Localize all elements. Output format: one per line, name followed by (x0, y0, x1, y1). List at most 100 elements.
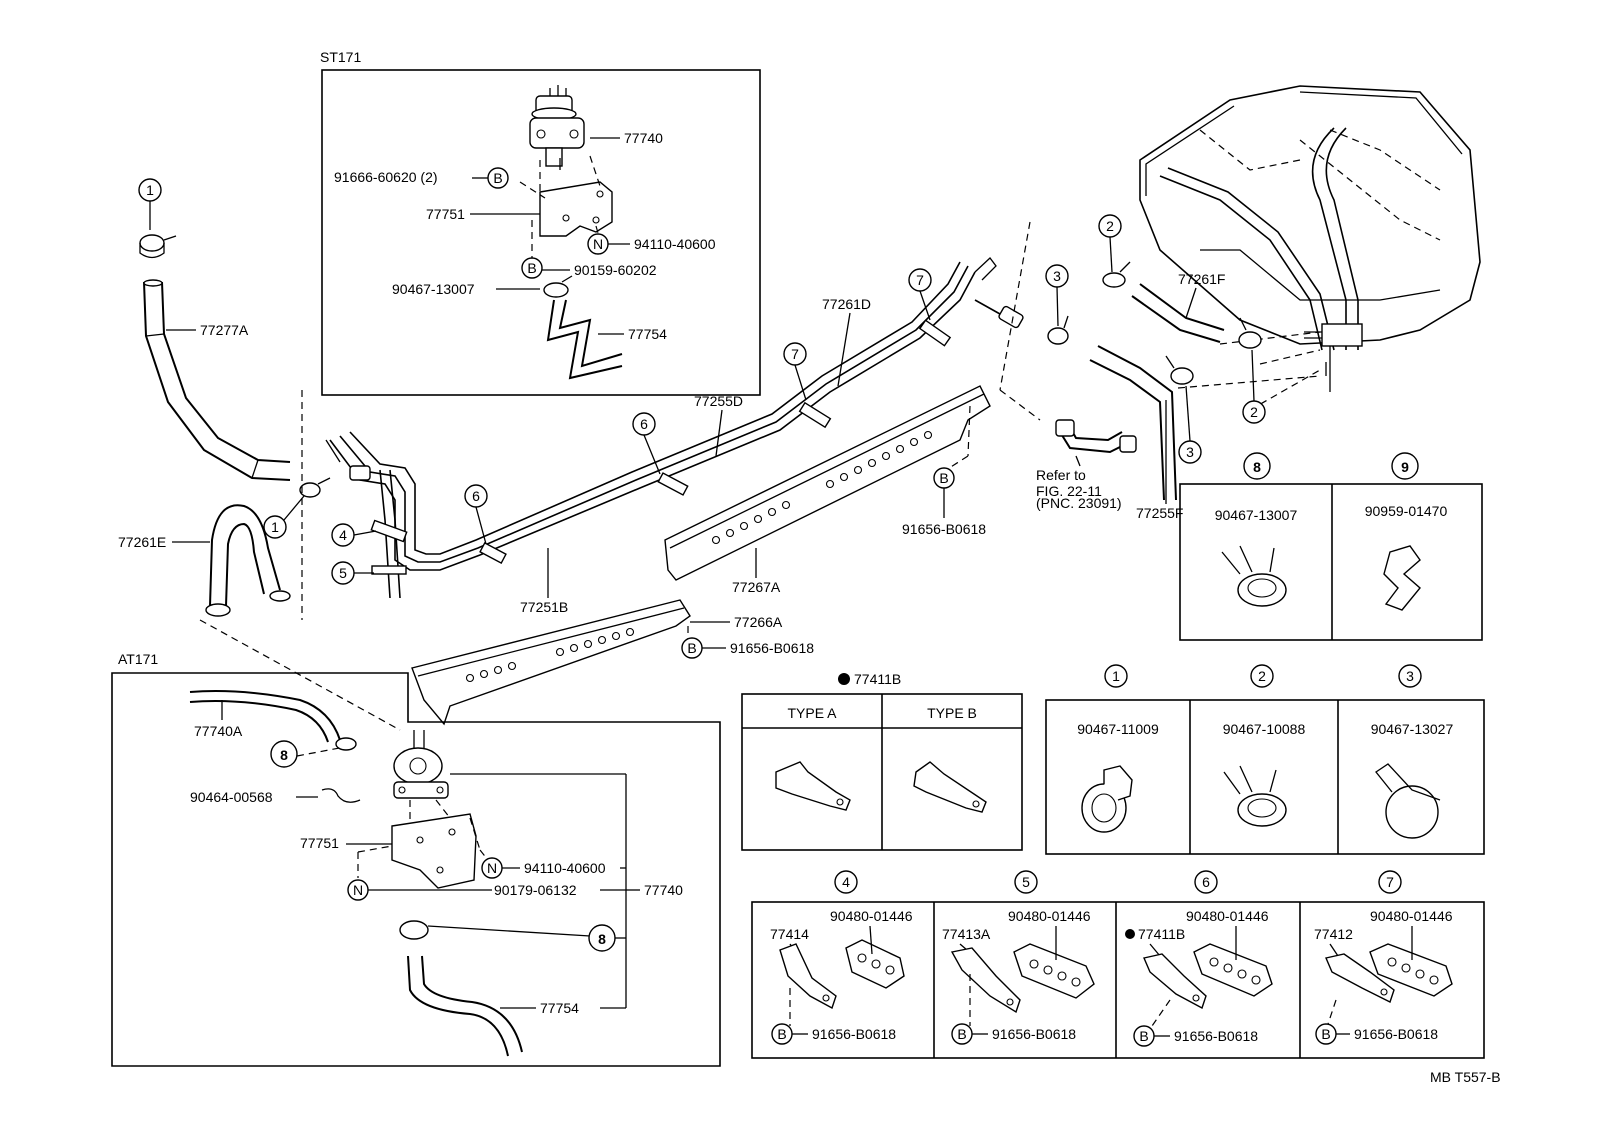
bracket-77412-label: 77412 (1314, 926, 1353, 942)
clamp-90480-01446-col5: 90480-01446 (1008, 908, 1091, 924)
part-77251b-label: 77251B (520, 599, 568, 615)
clamp-90480-01446-col4: 90480-01446 (830, 908, 913, 924)
callout-b-icon: B (939, 470, 948, 486)
callout-7-icon: 7 (791, 346, 799, 362)
callout-2-icon: 2 (1106, 218, 1114, 234)
part-77740a-label: 77740A (194, 723, 243, 739)
bracket-77411b-label: 77411B (1138, 926, 1185, 942)
part-91666-60620-label: 91666-60620 (2) (334, 169, 438, 185)
callout-1-icon: 1 (146, 182, 154, 198)
part-77261e-label: 77261E (118, 534, 166, 550)
callout-8-icon: 8 (1253, 459, 1261, 475)
bracket-77414-label: 77414 (770, 926, 809, 942)
part-90467-13007-label: 90467-13007 (1215, 507, 1298, 523)
callout-1-icon: 1 (1112, 668, 1120, 684)
part-77754-bottom-label: 77754 (540, 1000, 579, 1016)
part-90959-01470-label: 90959-01470 (1365, 503, 1448, 519)
callout-3-icon: 3 (1406, 668, 1414, 684)
legend-77411b: 77411B TYPE A TYPE B (741, 671, 1023, 851)
callout-3-icon: 3 (1186, 444, 1194, 460)
clamp-1-drawing (1081, 765, 1133, 833)
clamp-3-drawing (1375, 763, 1441, 839)
callout-b-icon: B (1139, 1028, 1148, 1044)
st171-label: ST171 (320, 49, 361, 65)
vsv-valve-drawing (529, 85, 585, 170)
callout-8-icon: 8 (598, 931, 606, 947)
refer-line-3: (PNC. 23091) (1036, 495, 1122, 511)
part-90467-10088-label: 90467-10088 (1223, 721, 1306, 737)
part-77261d-label: 77261D (822, 296, 871, 312)
legend-77411b-title: 77411B (854, 671, 901, 687)
left-hoses: 1 77277A 77261E 1 (118, 178, 401, 731)
callout-5-icon: 5 (339, 565, 347, 581)
callout-4-icon: 4 (339, 527, 347, 543)
st171-bracket-drawing (539, 181, 613, 237)
part-90467-11009-label: 90467-11009 (1077, 721, 1159, 737)
callout-b-icon: B (527, 260, 536, 276)
bracket-77413a-label: 77413A (942, 926, 991, 942)
bolt-91656-b0618-col7: 91656-B0618 (1354, 1026, 1438, 1042)
at171-inset: AT171 77740A 8 77740 90464-00568 (111, 651, 721, 1067)
callout-7-icon: 7 (1386, 874, 1394, 890)
part-77266a-label: 77266A (734, 614, 783, 630)
protector-holes (465, 627, 635, 683)
callout-b-icon: B (1321, 1026, 1330, 1042)
callout-n-icon: N (593, 236, 603, 252)
callout-2-icon: 2 (1258, 668, 1266, 684)
callout-n-icon: N (353, 882, 363, 898)
callout-b-icon: B (777, 1026, 786, 1042)
part-90159-60202-label: 90159-60202 (574, 262, 657, 278)
legend-type-a: TYPE A (787, 705, 837, 721)
part-90179-06132-label: 90179-06132 (494, 882, 577, 898)
callout-1-icon: 1 (271, 519, 279, 535)
part-77261f-label: 77261F (1178, 271, 1225, 287)
part-91656-b0618-a-label: 91656-B0618 (902, 521, 986, 537)
clamp-2-drawing (1223, 765, 1287, 827)
clamp-90480-01446-col7: 90480-01446 (1370, 908, 1453, 924)
callout-7-icon: 7 (916, 272, 924, 288)
fuel-tank (1139, 85, 1481, 392)
clamp-table-8-9: 8 9 90467-13007 90959-01470 (1179, 452, 1483, 641)
bolt-91656-b0618-col6: 91656-B0618 (1174, 1028, 1258, 1044)
bolt-91656-b0618-col5: 91656-B0618 (992, 1026, 1076, 1042)
part-77751-bottom-label: 77751 (300, 835, 339, 851)
part-90467-13007-top-label: 90467-13007 (392, 281, 475, 297)
at-vsv-valve-drawing (393, 730, 449, 799)
right-hoses: 77255F 77261F Refer to FIG. 22-11 (PNC. … (999, 214, 1321, 521)
callout-2-icon: 2 (1250, 404, 1258, 420)
legend-type-b: TYPE B (927, 705, 977, 721)
clamp-8-drawing (1221, 545, 1287, 607)
part-77255f-label: 77255F (1136, 505, 1183, 521)
protectors: B 91656-B0618 77267A 77266A B 91656-B061… (411, 385, 991, 726)
at171-label: AT171 (118, 651, 158, 667)
clamp-9-drawing (1383, 545, 1421, 611)
clamp-table-1-2-3: 1 2 3 90467-11009 90467-10088 90467-1302… (1045, 664, 1485, 855)
callout-8-icon: 8 (280, 747, 288, 763)
callout-5-icon: 5 (1022, 874, 1030, 890)
part-77754-top-label: 77754 (628, 326, 667, 342)
callout-4-icon: 4 (842, 874, 850, 890)
bolt-91656-b0618-col4: 91656-B0618 (812, 1026, 896, 1042)
part-77751-top-label: 77751 (426, 206, 465, 222)
callout-n-icon: N (487, 860, 497, 876)
part-77740-label: 77740 (624, 130, 663, 146)
clamp-90480-01446-col6: 90480-01446 (1186, 908, 1269, 924)
part-77255d-label: 77255D (694, 393, 743, 409)
part-94110-40600-bottom-label: 94110-40600 (524, 860, 606, 876)
part-77740-bottom-label: 77740 (644, 882, 683, 898)
protector-holes (711, 430, 933, 545)
refer-line-1: Refer to (1036, 467, 1086, 483)
callout-6-icon: 6 (1202, 874, 1210, 890)
part-91656-b0618-b-label: 91656-B0618 (730, 640, 814, 656)
part-94110-40600-top-label: 94110-40600 (634, 236, 716, 252)
callout-b-icon: B (957, 1026, 966, 1042)
part-77267a-label: 77267A (732, 579, 781, 595)
callout-b-icon: B (687, 640, 696, 656)
footer-code: MB T557-B (1430, 1069, 1501, 1085)
bracket-table-4-7: 4 5 6 7 90480-01446 77414 B 91656-B0618 … (751, 870, 1485, 1059)
st171-inset: ST171 77740 91666-60620 (2) (320, 49, 761, 396)
part-90464-00568-label: 90464-00568 (190, 789, 273, 805)
part-77277a-label: 77277A (200, 322, 249, 338)
main-fuel-lines: 6 6 7 7 4 5 77261D 77255D 77251B (325, 257, 1024, 615)
